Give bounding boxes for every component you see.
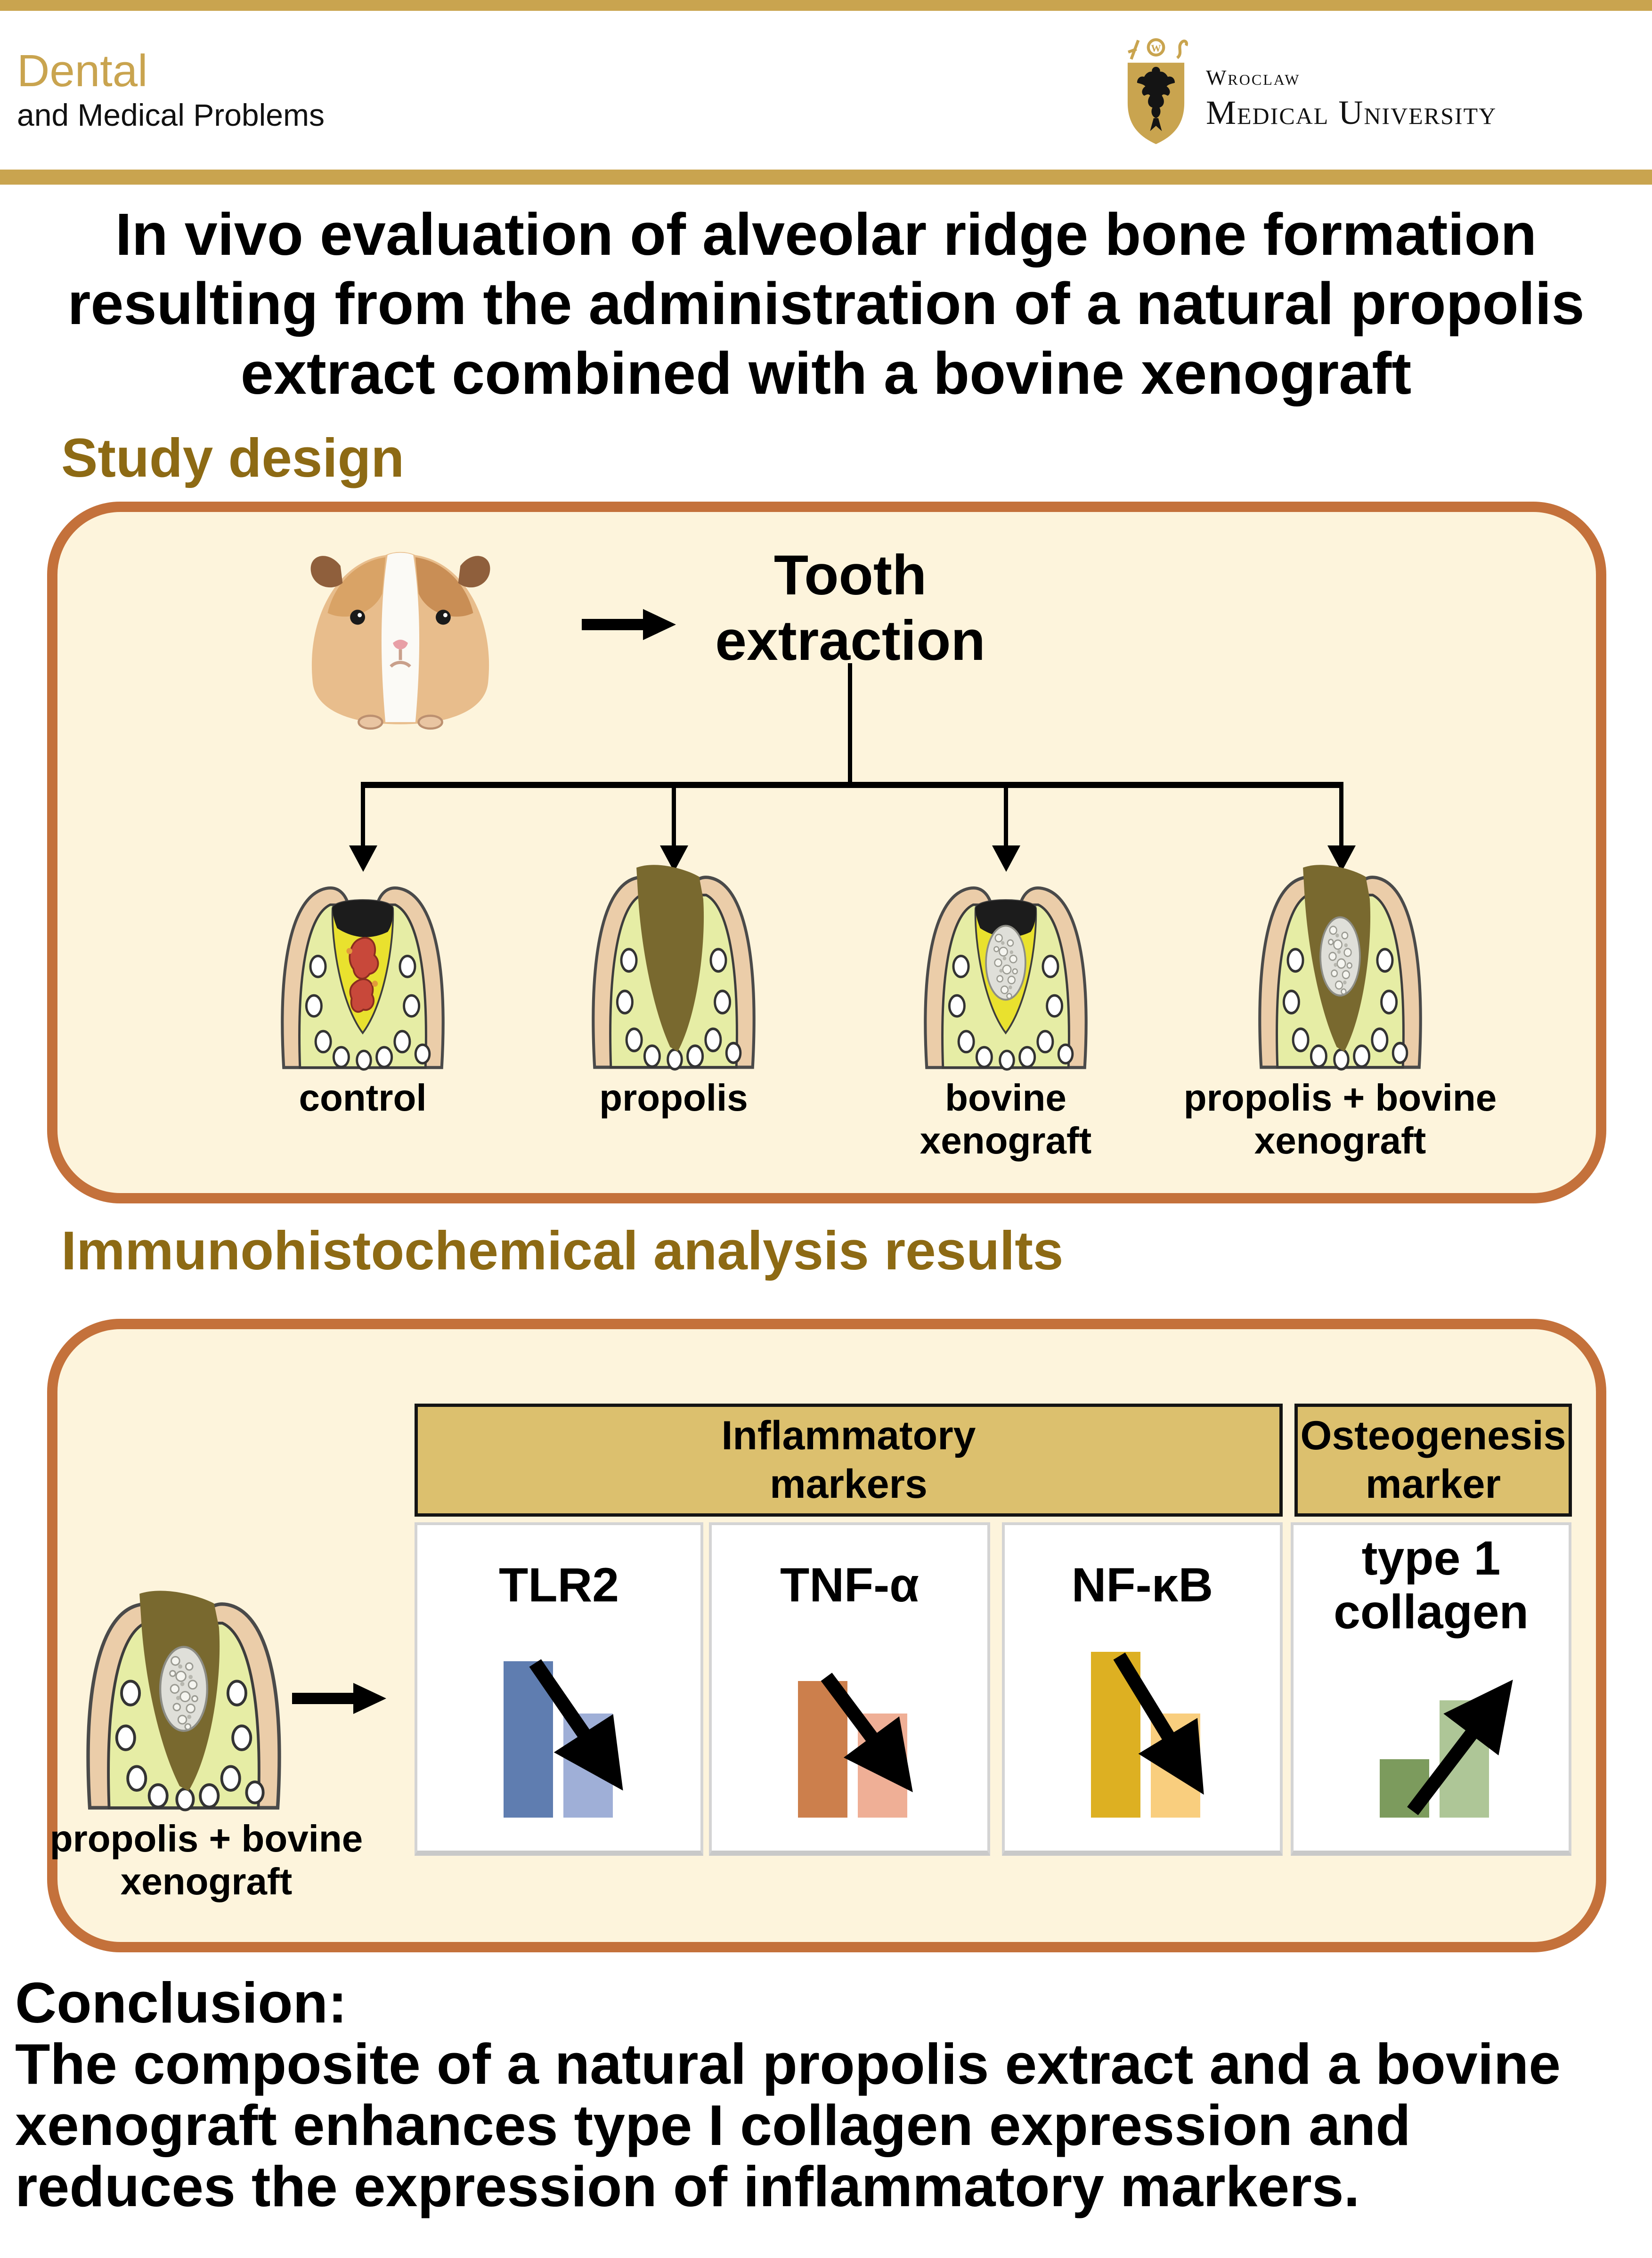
arrow-right-icon: [290, 1677, 391, 1719]
socket-illustration-propolis: [586, 857, 761, 1072]
arrow-right-icon: [579, 605, 681, 643]
arrow-down-right-icon: [821, 1673, 913, 1793]
chart-panel-tnf-alpha: TNF-α: [709, 1522, 990, 1856]
chart-panel-type1-collagen: type 1 collagen: [1291, 1522, 1571, 1856]
university-name-main: Medical University: [1206, 94, 1497, 131]
chart-title: type 1 collagen: [1334, 1531, 1529, 1639]
chart-panel-nf-kb: NF-κB: [1002, 1522, 1283, 1856]
socket-illustration-bovine-xenograft: [919, 869, 1093, 1072]
socket-illustration-propolis-bovine: [1253, 857, 1427, 1072]
socket-illustration-source: [80, 1583, 287, 1813]
chart-panel-tlr2: TLR2: [415, 1522, 703, 1856]
group-label-propolis: propolis: [599, 1077, 748, 1119]
chart-title: TNF-α: [780, 1558, 919, 1612]
source-group-label: propolis + bovine xenograft: [49, 1818, 363, 1903]
chart-title: TLR2: [499, 1558, 619, 1612]
top-gold-bar: [0, 0, 1652, 11]
university-crest-icon: W: [1120, 37, 1192, 149]
poster-title: In vivo evaluation of alveolar ridge bon…: [67, 201, 1585, 406]
svg-text:W: W: [1151, 42, 1161, 54]
study-design-heading: Study design: [61, 427, 405, 488]
journal-name-accent: Dental: [17, 46, 148, 96]
socket-illustration-control: [276, 869, 450, 1072]
arrow-up-right-icon: [1407, 1680, 1513, 1815]
arrow-down-right-icon: [529, 1659, 623, 1791]
inflammatory-markers-header: Inflammatory markers: [415, 1404, 1283, 1517]
flow-connector-drop-2: [672, 782, 676, 847]
results-heading: Immunohistochemical analysis results: [61, 1220, 1064, 1281]
group-label-bovine-xenograft: bovine xenograft: [920, 1077, 1092, 1162]
arrow-down-right-icon: [1113, 1652, 1204, 1795]
flow-connector-drop-4: [1339, 782, 1343, 847]
conclusion-text: Conclusion: The composite of a natural p…: [15, 1971, 1561, 2218]
arrow-down-icon: [992, 845, 1020, 872]
flow-connector-drop-1: [361, 782, 365, 847]
chart-title: NF-κB: [1071, 1558, 1213, 1612]
journal-name-rest: and Medical Problems: [17, 97, 325, 132]
tooth-extraction-label: Tooth extraction: [715, 544, 985, 673]
flow-connector-stem: [848, 663, 852, 785]
group-label-control: control: [299, 1077, 427, 1119]
arrow-down-icon: [349, 845, 377, 872]
guinea-pig-photo: [283, 516, 518, 747]
osteogenesis-marker-header: Osteogenesis marker: [1294, 1404, 1572, 1517]
gold-divider: [0, 170, 1652, 185]
group-label-propolis-bovine: propolis + bovine xenograft: [1183, 1077, 1497, 1162]
flow-connector-branch: [361, 782, 1343, 788]
flow-connector-drop-3: [1004, 782, 1008, 847]
university-name-city: Wroclaw: [1206, 65, 1301, 89]
